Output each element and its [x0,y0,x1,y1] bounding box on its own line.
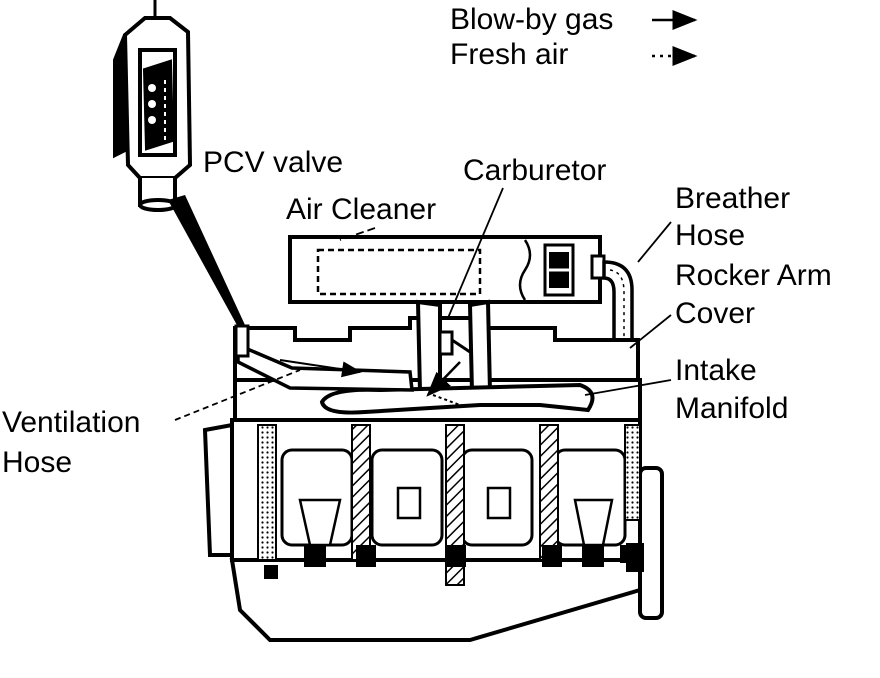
label-carburetor: Carburetor [463,154,606,187]
label-air-cleaner: Air Cleaner [286,193,436,226]
carburetor [415,299,493,394]
intake-flow-arrow [426,361,461,397]
label-ventilation-line2: Hose [2,446,72,479]
bolt-heads [264,545,638,579]
label-breather-line2: Hose [675,219,745,252]
pcv-valve-detail [113,0,193,212]
label-intake-line2: Manifold [675,392,788,425]
leader-lines [174,187,672,421]
fresh-air-flow-line [432,394,461,406]
blowby-flow-arrow [279,359,362,378]
label-ventilation-line1: Ventilation [2,406,140,439]
ventilation-hose [236,342,414,392]
label-pcv-valve: PCV valve [203,146,343,179]
label-rocker-line2: Cover [675,297,755,330]
legend-fresh-air-label: Fresh air [450,38,568,71]
label-rocker-line1: Rocker Arm [675,259,832,292]
legend-blowby-label: Blow-by gas [450,3,613,36]
label-breather-line1: Breather [675,182,790,215]
pistons [298,486,614,547]
label-intake-line1: Intake [675,354,757,387]
air-cleaner [288,235,606,304]
intake-manifold [319,382,595,415]
pcv-valve-leader [168,195,245,327]
